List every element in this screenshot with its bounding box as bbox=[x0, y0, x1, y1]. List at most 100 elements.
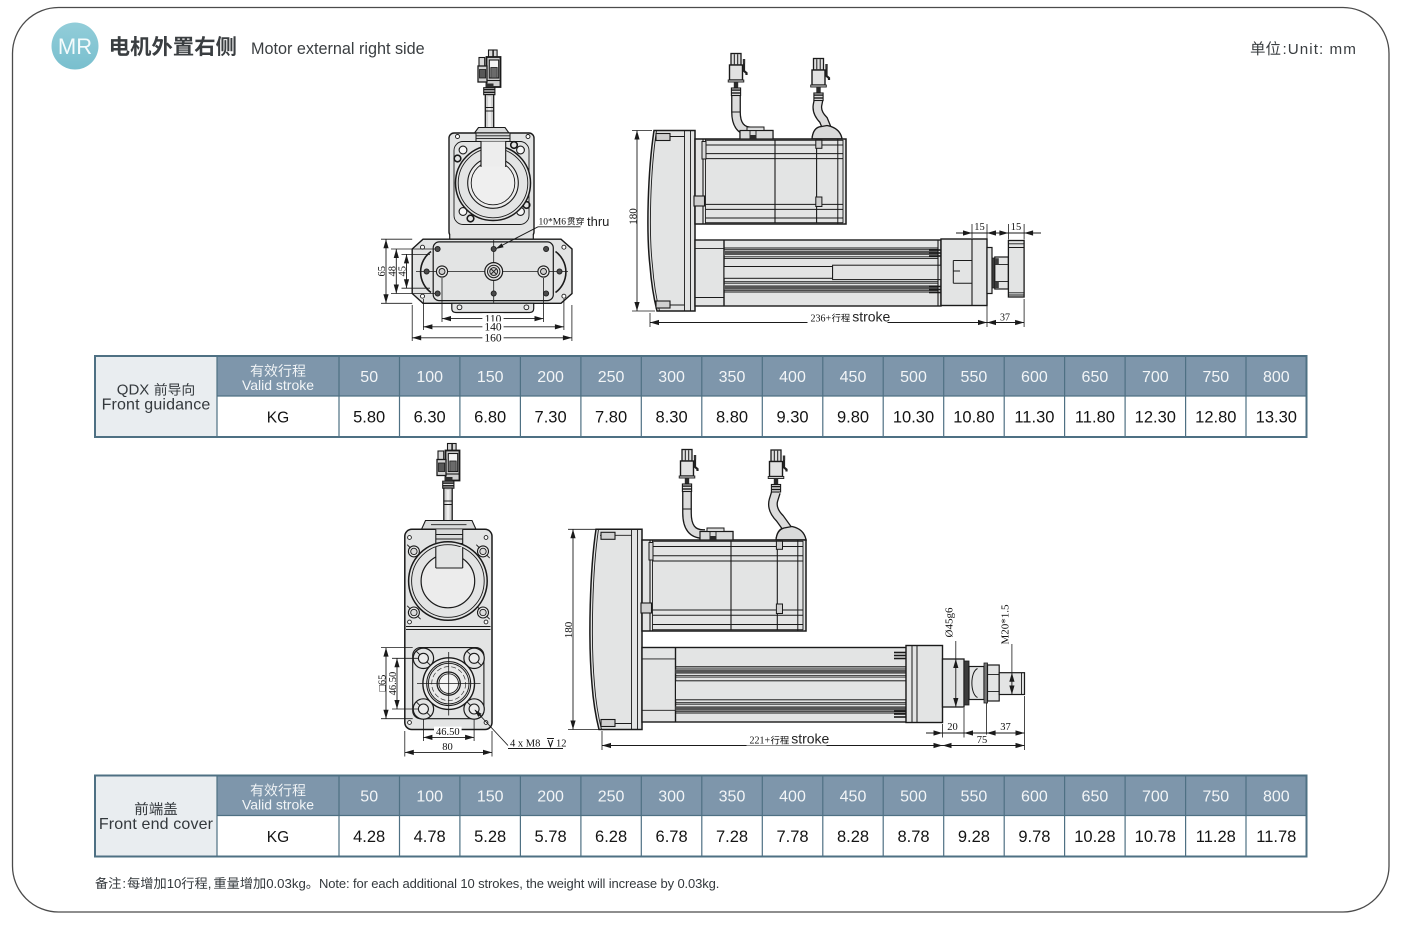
svg-text::Unit: mm: :Unit: mm bbox=[1283, 41, 1357, 58]
svg-text:10*M6: 10*M6 bbox=[539, 218, 567, 228]
svg-text:200: 200 bbox=[537, 369, 564, 386]
svg-text:12.80: 12.80 bbox=[1195, 409, 1236, 427]
svg-text:4.28: 4.28 bbox=[353, 828, 385, 846]
svg-text:13.30: 13.30 bbox=[1256, 409, 1297, 427]
svg-text:800: 800 bbox=[1263, 369, 1290, 386]
svg-text:700: 700 bbox=[1142, 369, 1169, 386]
svg-text:11.30: 11.30 bbox=[1014, 409, 1054, 427]
svg-text:5.78: 5.78 bbox=[535, 828, 567, 846]
svg-text:100: 100 bbox=[416, 789, 443, 806]
svg-text:700: 700 bbox=[1142, 789, 1169, 806]
svg-text:9.30: 9.30 bbox=[776, 409, 808, 427]
svg-text:48: 48 bbox=[387, 266, 398, 277]
svg-text:KG: KG bbox=[267, 410, 289, 427]
svg-text:600: 600 bbox=[1021, 789, 1048, 806]
svg-text:,: , bbox=[208, 876, 212, 891]
svg-text:750: 750 bbox=[1202, 369, 1229, 386]
svg-text:Ø45g6: Ø45g6 bbox=[944, 607, 956, 637]
svg-text:15: 15 bbox=[974, 222, 985, 233]
svg-text:Note: for each additional 10 s: Note: for each additional 10 strokes, th… bbox=[319, 876, 719, 891]
svg-text:11.80: 11.80 bbox=[1075, 409, 1115, 427]
svg-text:150: 150 bbox=[477, 789, 504, 806]
svg-text:8.78: 8.78 bbox=[897, 828, 929, 846]
svg-text:500: 500 bbox=[900, 369, 927, 386]
svg-text:0.03kg: 0.03kg bbox=[266, 876, 306, 891]
svg-text:8.28: 8.28 bbox=[837, 828, 869, 846]
svg-text:Valid stroke: Valid stroke bbox=[242, 797, 314, 813]
svg-text:stroke: stroke bbox=[852, 308, 890, 324]
svg-text:20: 20 bbox=[947, 722, 958, 733]
svg-text:250: 250 bbox=[598, 369, 625, 386]
svg-text:10.78: 10.78 bbox=[1135, 828, 1176, 846]
svg-text:Valid stroke: Valid stroke bbox=[242, 377, 314, 393]
svg-text:7.78: 7.78 bbox=[776, 828, 808, 846]
svg-text:5.80: 5.80 bbox=[353, 409, 385, 427]
svg-text:180: 180 bbox=[627, 208, 639, 225]
svg-text:46.50: 46.50 bbox=[436, 727, 460, 738]
svg-text:400: 400 bbox=[779, 369, 806, 386]
svg-text:10.30: 10.30 bbox=[893, 409, 934, 427]
svg-text:12.30: 12.30 bbox=[1135, 409, 1176, 427]
svg-text:800: 800 bbox=[1263, 789, 1290, 806]
svg-text:150: 150 bbox=[477, 369, 504, 386]
svg-text:□65: □65 bbox=[377, 675, 388, 692]
svg-text:500: 500 bbox=[900, 789, 927, 806]
svg-text:8.80: 8.80 bbox=[716, 409, 748, 427]
svg-text:300: 300 bbox=[658, 369, 685, 386]
svg-text:160: 160 bbox=[484, 333, 502, 345]
svg-text:80: 80 bbox=[442, 742, 453, 753]
svg-text:37: 37 bbox=[1000, 722, 1011, 733]
svg-text:6.78: 6.78 bbox=[656, 828, 688, 846]
svg-text:12: 12 bbox=[556, 739, 567, 750]
svg-text:50: 50 bbox=[360, 789, 378, 806]
svg-text:7.30: 7.30 bbox=[535, 409, 567, 427]
svg-text:thru: thru bbox=[587, 214, 609, 229]
svg-text:650: 650 bbox=[1082, 789, 1109, 806]
svg-text:37: 37 bbox=[1000, 312, 1010, 323]
svg-text:180: 180 bbox=[563, 621, 575, 638]
svg-text:Motor external right side: Motor external right side bbox=[251, 40, 425, 58]
svg-text:5.28: 5.28 bbox=[474, 828, 506, 846]
svg-text:75: 75 bbox=[977, 735, 988, 746]
svg-text:QDX: QDX bbox=[117, 382, 150, 399]
svg-text:350: 350 bbox=[719, 789, 746, 806]
svg-text:KG: KG bbox=[267, 829, 289, 846]
svg-text:750: 750 bbox=[1202, 789, 1229, 806]
svg-text:350: 350 bbox=[719, 369, 746, 386]
svg-text:450: 450 bbox=[840, 369, 867, 386]
svg-text:4.78: 4.78 bbox=[414, 828, 446, 846]
svg-text:Front end cover: Front end cover bbox=[99, 816, 214, 833]
svg-text:9.78: 9.78 bbox=[1018, 828, 1050, 846]
svg-text:600: 600 bbox=[1021, 369, 1048, 386]
svg-text:11.28: 11.28 bbox=[1196, 828, 1236, 846]
svg-text:50: 50 bbox=[360, 369, 378, 386]
svg-text:65: 65 bbox=[377, 266, 388, 277]
svg-text:200: 200 bbox=[537, 789, 564, 806]
svg-text:stroke: stroke bbox=[791, 731, 829, 747]
svg-text:M20*1.5: M20*1.5 bbox=[1000, 604, 1012, 645]
svg-text:450: 450 bbox=[840, 789, 867, 806]
svg-text:550: 550 bbox=[961, 789, 988, 806]
svg-text:221+: 221+ bbox=[750, 736, 771, 747]
svg-text:6.28: 6.28 bbox=[595, 828, 627, 846]
svg-text:MR: MR bbox=[58, 34, 92, 59]
svg-text:6.80: 6.80 bbox=[474, 409, 506, 427]
svg-text:100: 100 bbox=[416, 369, 443, 386]
svg-text:236+: 236+ bbox=[811, 313, 832, 324]
svg-text:10.28: 10.28 bbox=[1074, 828, 1115, 846]
svg-text:9.80: 9.80 bbox=[837, 409, 869, 427]
svg-text:400: 400 bbox=[779, 789, 806, 806]
svg-text:45: 45 bbox=[398, 266, 409, 277]
svg-text:650: 650 bbox=[1082, 369, 1109, 386]
svg-text:300: 300 bbox=[658, 789, 685, 806]
svg-text:9.28: 9.28 bbox=[958, 828, 990, 846]
svg-text:250: 250 bbox=[598, 789, 625, 806]
svg-text:15: 15 bbox=[1011, 222, 1022, 233]
svg-text:46.50: 46.50 bbox=[388, 672, 399, 696]
svg-text:4 x M8: 4 x M8 bbox=[510, 739, 540, 750]
svg-text:6.30: 6.30 bbox=[414, 409, 446, 427]
svg-text:11.78: 11.78 bbox=[1256, 828, 1296, 846]
svg-text:8.30: 8.30 bbox=[656, 409, 688, 427]
svg-text:Front guidance: Front guidance bbox=[102, 397, 211, 414]
svg-text:7.80: 7.80 bbox=[595, 409, 627, 427]
